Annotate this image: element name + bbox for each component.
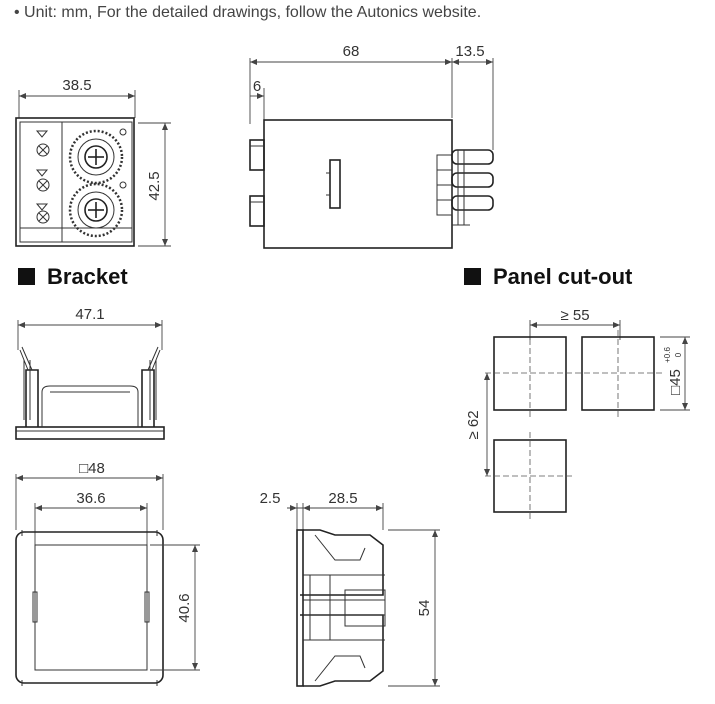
front-terminal-icons [35,130,50,224]
dim-bracket-side-depth: 28.5 [328,490,357,507]
dim-cutout-vertical: ≥ 62 [465,410,482,439]
dim-side-offset: 6 [253,78,261,95]
bracket-side-view: 2.5 28.5 54 [260,490,440,687]
dim-front-width: 38.5 [62,77,91,94]
bracket-heading: Bracket [18,264,128,290]
bracket-front-view: □48 36.6 40.6 [15,460,200,686]
dim-cutout-spacing: ≥ 55 [560,307,589,324]
panel-cutout-view: ≥ 55 ≥ 62 □45 +0.6 0 [465,307,690,520]
dim-bracket-side-height: 54 [416,600,433,617]
dim-bracket-front-height: 40.6 [176,593,193,622]
dim-cutout-tol-zero: 0 [674,352,683,357]
dim-side-length: 68 [343,43,360,60]
bullet-square-icon [464,268,481,285]
bullet-square-icon [18,268,35,285]
front-dials [68,128,127,238]
front-view: 38.5 [15,77,171,247]
dim-side-pins: 13.5 [455,43,484,60]
bracket-top-view: 47.1 [15,306,165,440]
unit-note: • Unit: mm, For the detailed drawings, f… [14,4,482,21]
dim-bracket-width: 47.1 [75,306,104,323]
dim-cutout-tol-plus: +0.6 [663,347,672,363]
dim-front-height: 42.5 [146,171,163,200]
panel-cutout-heading-text: Panel cut-out [493,264,633,289]
side-view: 68 13.5 6 [249,43,494,249]
dim-bracket-front-square: □48 [79,460,105,477]
bracket-heading-text: Bracket [47,264,128,289]
dim-cutout-size: □45 [667,369,684,395]
panel-cutout-heading: Panel cut-out [464,264,632,290]
dim-bracket-front-inner: 36.6 [76,490,105,507]
dim-bracket-side-thick: 2.5 [260,490,281,507]
